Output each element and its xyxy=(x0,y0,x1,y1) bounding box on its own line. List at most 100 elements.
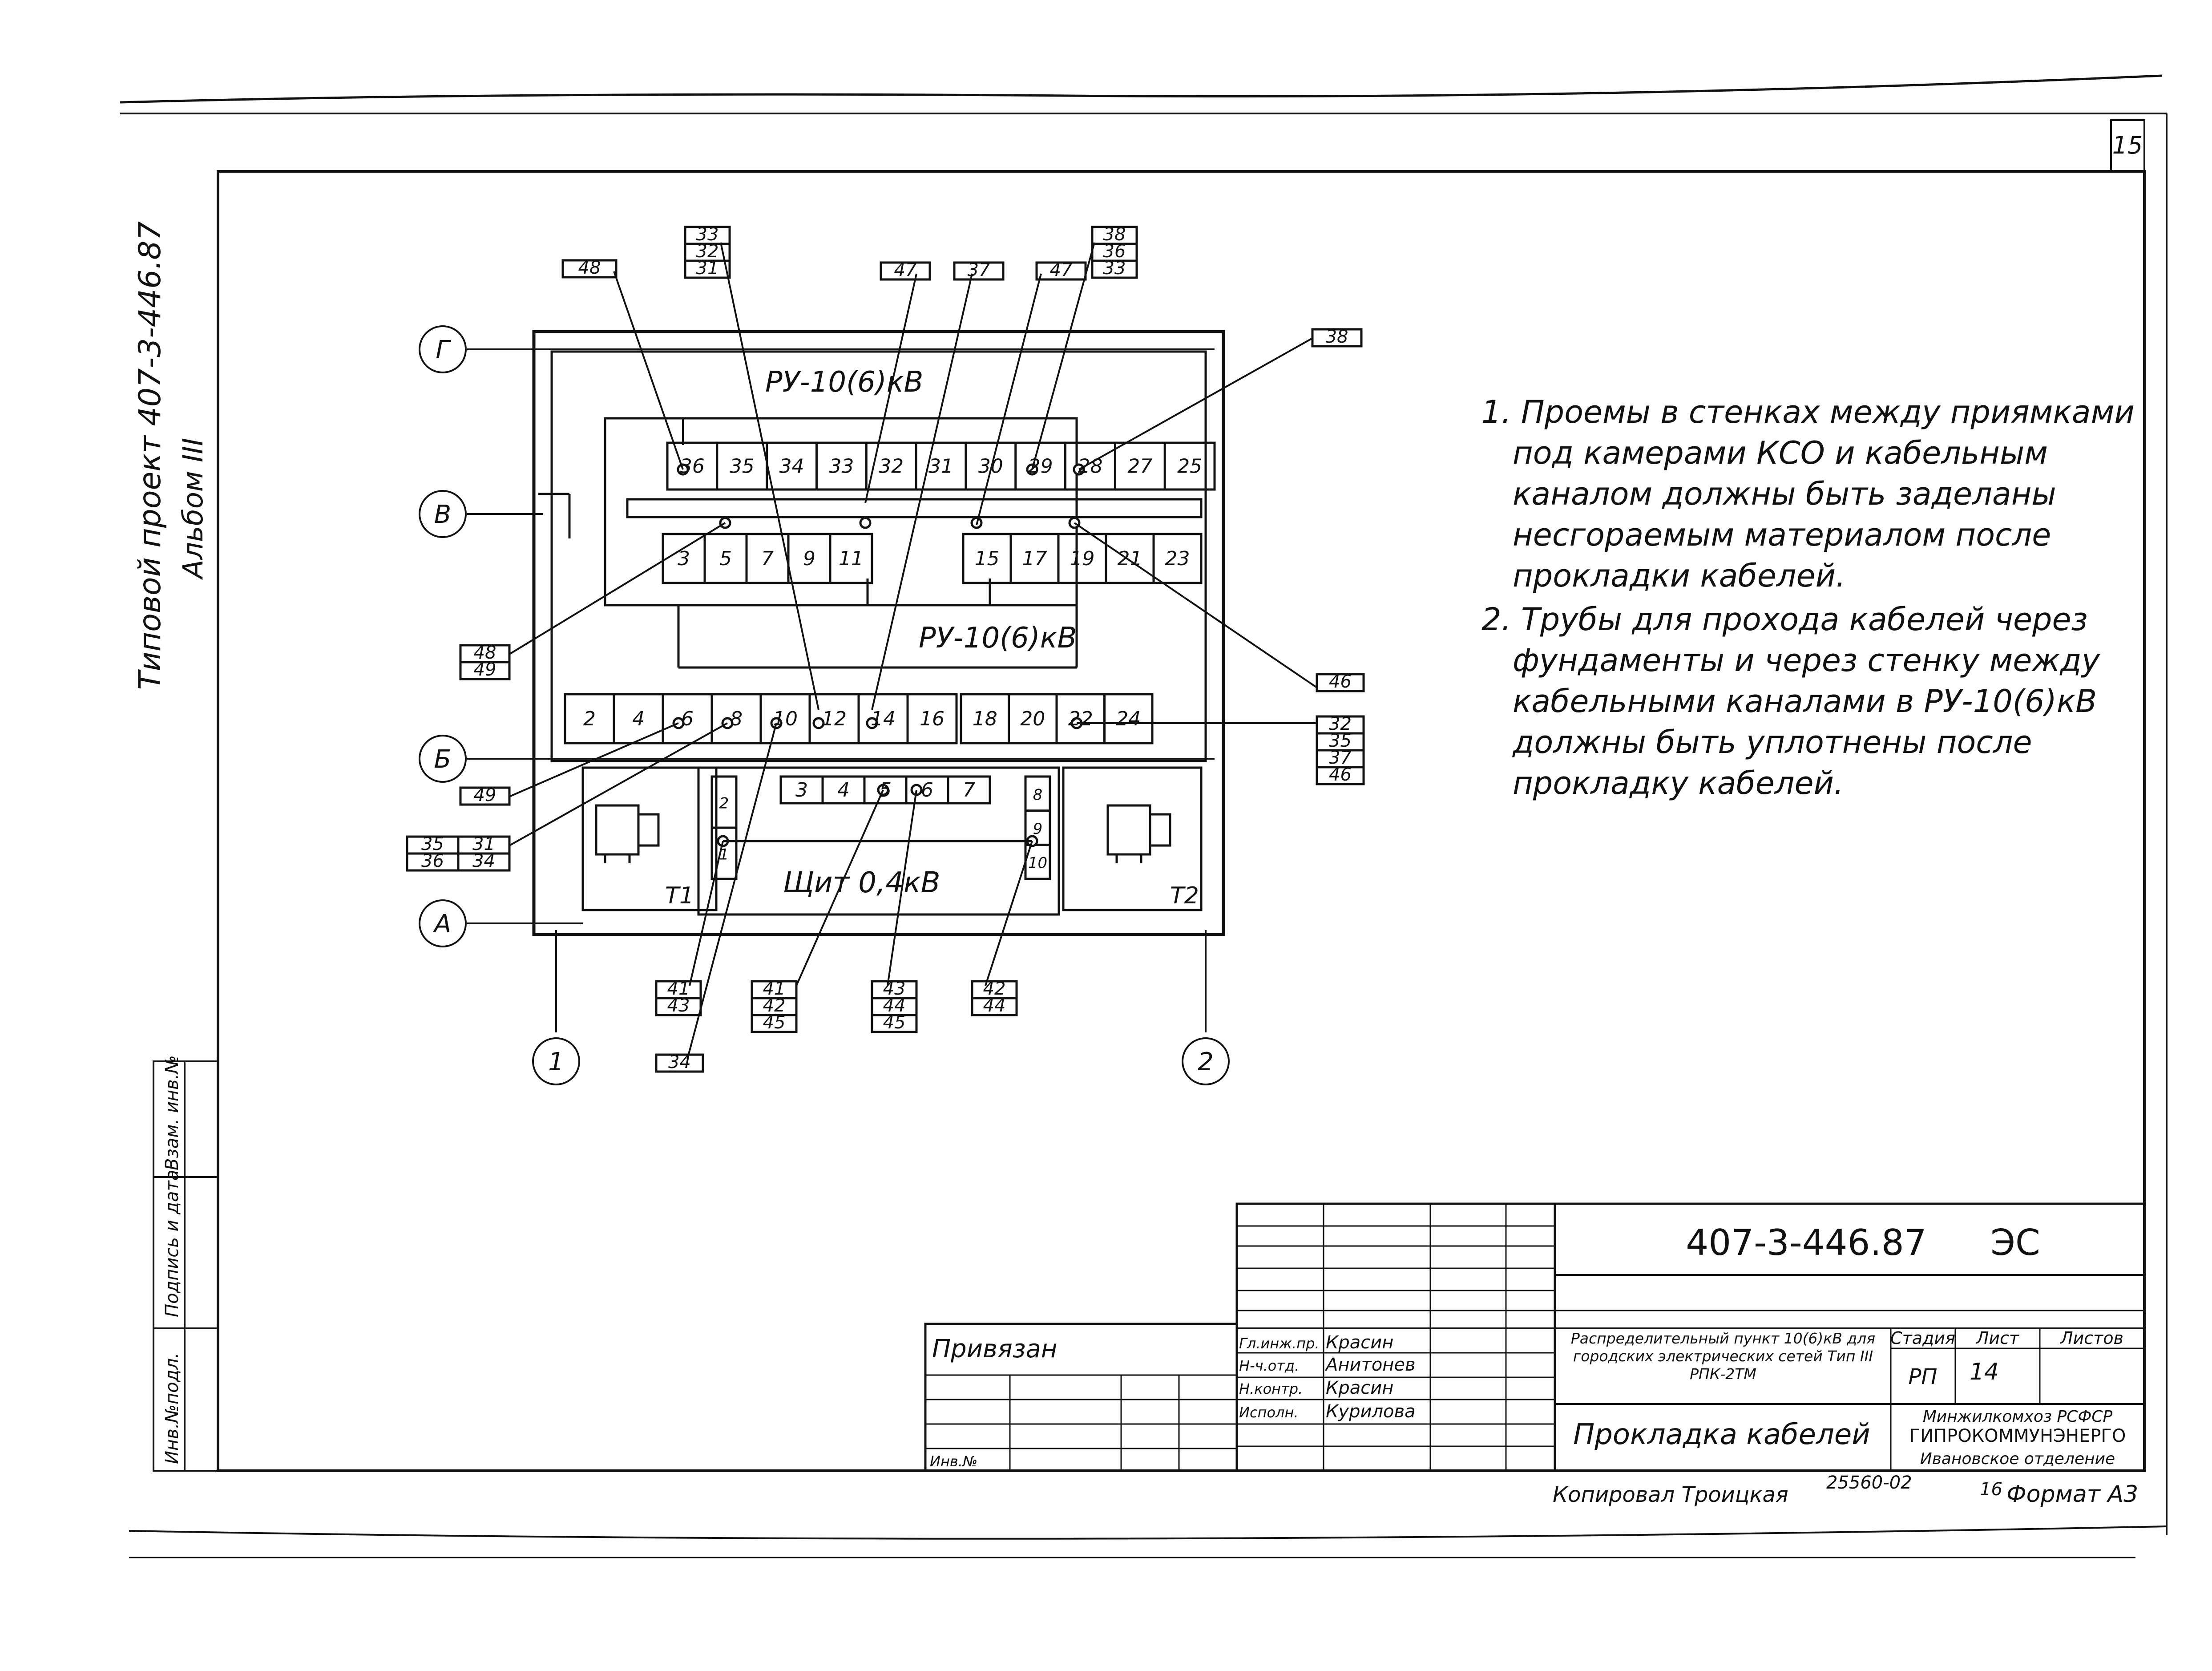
title-block xyxy=(924,1202,2146,1472)
cable-tag-number: 41 xyxy=(763,979,786,999)
cable-tag-number: 33 xyxy=(1103,258,1126,279)
title-code: 407-3-446.87 xyxy=(1686,1222,1926,1263)
sheet-value: 14 xyxy=(1970,1359,1999,1385)
drawing-title: Прокладка кабелей xyxy=(1573,1418,1870,1451)
leader-46 xyxy=(1074,522,1318,688)
cell-label: 5 xyxy=(719,547,732,570)
cell-label: 10 xyxy=(1028,854,1047,872)
axis-bubble-v xyxy=(419,490,467,538)
cell-label: 16 xyxy=(920,708,945,730)
axis-bubble-1 xyxy=(532,1037,580,1085)
cable-tag-number: 38 xyxy=(1326,327,1348,347)
room-label-ru-top: РУ-10(6)кВ xyxy=(765,366,923,399)
cable-tag-number: 35 xyxy=(1329,731,1352,751)
leader-41-45 xyxy=(795,789,884,986)
title-tied: Привязан xyxy=(932,1335,1057,1364)
cell-label: 14 xyxy=(871,708,896,730)
note-1: 1. Проемы в стенках между приямками под … xyxy=(1481,394,2135,594)
cable-tag-number: 32 xyxy=(696,241,719,262)
leader-33 xyxy=(720,242,819,710)
axis-label-1: 1 xyxy=(548,1048,564,1076)
cell-label: 7 xyxy=(761,547,774,570)
cable-tag-number: 33 xyxy=(696,224,719,245)
leader-35 xyxy=(509,722,728,846)
leader-34 xyxy=(686,723,777,1060)
cable-tag-number: 46 xyxy=(1329,672,1352,692)
cable-tag-number: 34 xyxy=(472,851,495,871)
side-stamp-project: Типовой проект 407-3-446.87 xyxy=(133,221,168,690)
cell-label: 22 xyxy=(1068,708,1093,730)
cable-tag-t46 xyxy=(1316,673,1365,692)
cell-label: 23 xyxy=(1165,547,1190,570)
axis-label-a: А xyxy=(433,910,451,939)
cell-label: 2 xyxy=(719,795,729,813)
cell-label: 29 xyxy=(1028,455,1053,478)
cable-tag-number: 45 xyxy=(763,1012,786,1033)
strip-label-inv: Инв.№подл. xyxy=(162,1352,182,1464)
cable-tag-t34 xyxy=(655,1053,704,1073)
cell-label: 9 xyxy=(1033,820,1043,838)
cable-tag-number: 38 xyxy=(1103,224,1126,245)
leader-48 xyxy=(613,271,684,470)
cable-tag-number: 46 xyxy=(1329,765,1352,785)
cable-tag-number: 49 xyxy=(474,659,496,680)
cable-tag-t38 xyxy=(1311,328,1363,348)
axis-label-2: 2 xyxy=(1198,1048,1214,1076)
name-3: Курилова xyxy=(1326,1401,1416,1422)
cell-label: 19 xyxy=(1070,547,1095,570)
cell-label: 8 xyxy=(1033,786,1043,804)
cell-label: 11 xyxy=(839,547,864,570)
role-3: Исполн. xyxy=(1239,1404,1299,1421)
note-2: 2. Трубы для прохода кабелей через фунда… xyxy=(1481,601,2100,801)
room-label-t1: Т1 xyxy=(665,882,694,909)
sheet-number-box xyxy=(2110,119,2145,172)
channel-divider xyxy=(626,498,1203,518)
cable-tag-t43_45 xyxy=(871,980,918,1033)
cell-label: 5 xyxy=(879,779,892,801)
role-2: Н.контр. xyxy=(1239,1380,1303,1397)
sheet-number: 15 xyxy=(2112,131,2143,159)
cell-label: 3 xyxy=(795,779,808,801)
axis-bubble-g xyxy=(419,325,467,373)
cable-tag-number: 36 xyxy=(1103,241,1126,262)
cable-tag-number: 43 xyxy=(667,995,690,1016)
leader-41 xyxy=(689,841,724,986)
cell-label: 24 xyxy=(1116,708,1141,730)
ru-room-wall xyxy=(550,350,1207,762)
room-label-shield: Щит 0,4кВ xyxy=(783,866,941,899)
cell-label: 15 xyxy=(975,547,1000,570)
cell-label: 34 xyxy=(779,455,804,478)
footer-copied: Копировал Троицкая xyxy=(1553,1482,1788,1507)
cell-label: 12 xyxy=(822,708,847,730)
cable-tag-number: 48 xyxy=(578,258,601,278)
cable-tag-number: 44 xyxy=(983,995,1006,1016)
cable-tag-t48 xyxy=(561,259,618,279)
cell-row-row_top xyxy=(666,441,1216,491)
strip-label-signature: Подпись и дата xyxy=(162,1170,182,1317)
role-0: Гл.инж.пр. xyxy=(1239,1335,1320,1352)
cell-label: 8 xyxy=(730,708,743,730)
cable-terminal xyxy=(866,717,878,729)
name-1: Анитонев xyxy=(1324,1355,1416,1375)
cell-label: 4 xyxy=(632,708,645,730)
sheet-top-edge xyxy=(120,74,2163,104)
cable-tag-number: 49 xyxy=(474,785,496,805)
cell-label: 33 xyxy=(829,455,854,478)
cable-tag-number: 31 xyxy=(696,258,719,279)
ru-upper-pit xyxy=(604,417,1078,607)
t2-room-wall xyxy=(1062,766,1203,911)
org-institute: ГИПРОКОММУНЭНЕРГО xyxy=(1909,1426,2126,1446)
cell-row-row_mid_right xyxy=(962,533,1203,584)
name-2: Красин xyxy=(1326,1378,1393,1398)
shield-room-wall xyxy=(697,766,1060,916)
transformer-t2-symbol xyxy=(1106,804,1171,863)
cable-tag-t41_45 xyxy=(751,980,798,1033)
title-mark: ЭС xyxy=(1990,1222,2040,1263)
cell-row-shield_right xyxy=(1024,775,1051,880)
cable-tag-number: 37 xyxy=(1329,748,1352,768)
cell-label: 17 xyxy=(1022,547,1047,570)
org-ministry: Минжилкомхоз РСФСР xyxy=(1923,1408,2113,1426)
axis-bubble-2 xyxy=(1182,1037,1230,1085)
